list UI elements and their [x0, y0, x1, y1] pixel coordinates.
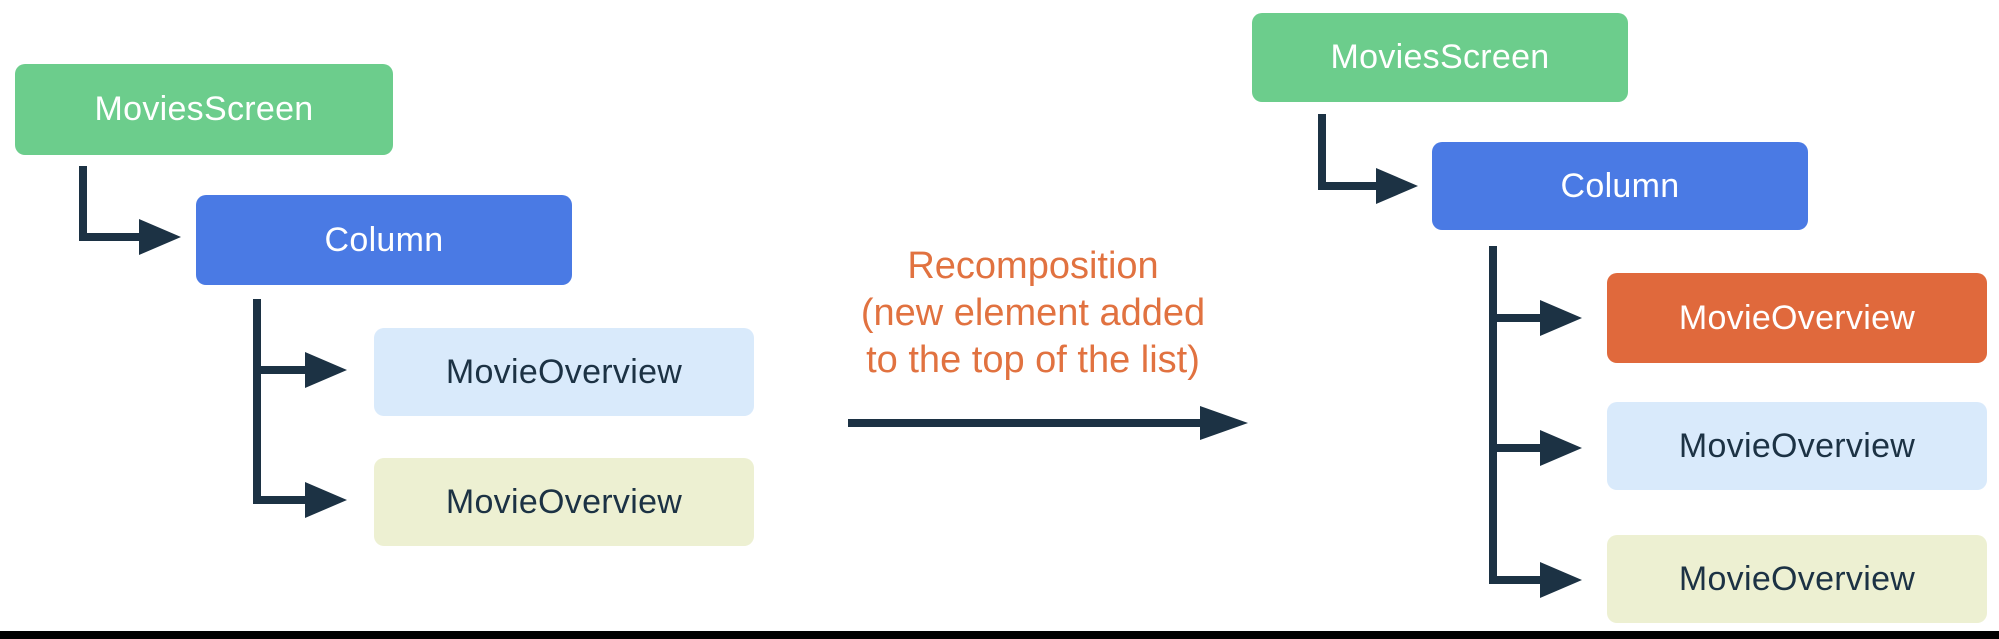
left-tree-movieoverview-1-node: MovieOverview — [374, 328, 754, 416]
left-tree-column-node: Column — [196, 195, 572, 285]
left-connector-column-vline — [253, 299, 261, 504]
right-connector-root-vline — [1318, 114, 1326, 186]
recomposition-arrow-shaft — [848, 419, 1200, 427]
left-tree-moviesscreen-node: MoviesScreen — [15, 64, 393, 155]
annotation-line-2: (new element added — [860, 292, 1206, 334]
left-connector-branch2-hline — [253, 496, 307, 504]
recomposition-annotation: Recomposition (new element added to the … — [833, 243, 1233, 384]
left-connector-branch1-arrowhead-icon — [305, 352, 347, 388]
left-connector-root-arrowhead-icon — [139, 219, 181, 255]
right-connector-branch3-arrowhead-icon — [1540, 562, 1582, 598]
left-connector-root-hline — [79, 233, 141, 241]
right-connector-branch1-arrowhead-icon — [1540, 300, 1582, 336]
right-connector-root-arrowhead-icon — [1376, 168, 1418, 204]
right-tree-movieoverview-2-node: MovieOverview — [1607, 402, 1987, 490]
right-connector-branch3-hline — [1489, 576, 1542, 584]
annotation-line-1: Recomposition — [907, 245, 1159, 287]
left-connector-branch1-hline — [253, 366, 307, 374]
right-tree-movieoverview-3-node: MovieOverview — [1607, 535, 1987, 623]
annotation-line-3: to the top of the list) — [866, 339, 1200, 381]
left-connector-branch2-arrowhead-icon — [305, 482, 347, 518]
left-tree-movieoverview-2-node: MovieOverview — [374, 458, 754, 546]
right-tree-movieoverview-new-node: MovieOverview — [1607, 273, 1987, 363]
right-connector-root-hline — [1318, 182, 1378, 190]
right-connector-column-vline — [1489, 246, 1497, 584]
right-tree-moviesscreen-node: MoviesScreen — [1252, 13, 1628, 102]
right-connector-branch2-hline — [1489, 444, 1542, 452]
right-connector-branch1-hline — [1489, 314, 1542, 322]
right-tree-column-node: Column — [1432, 142, 1808, 230]
recomposition-arrowhead-icon — [1200, 406, 1248, 440]
bottom-rule — [0, 631, 1999, 639]
left-connector-root-vline — [79, 166, 87, 241]
right-connector-branch2-arrowhead-icon — [1540, 430, 1582, 466]
